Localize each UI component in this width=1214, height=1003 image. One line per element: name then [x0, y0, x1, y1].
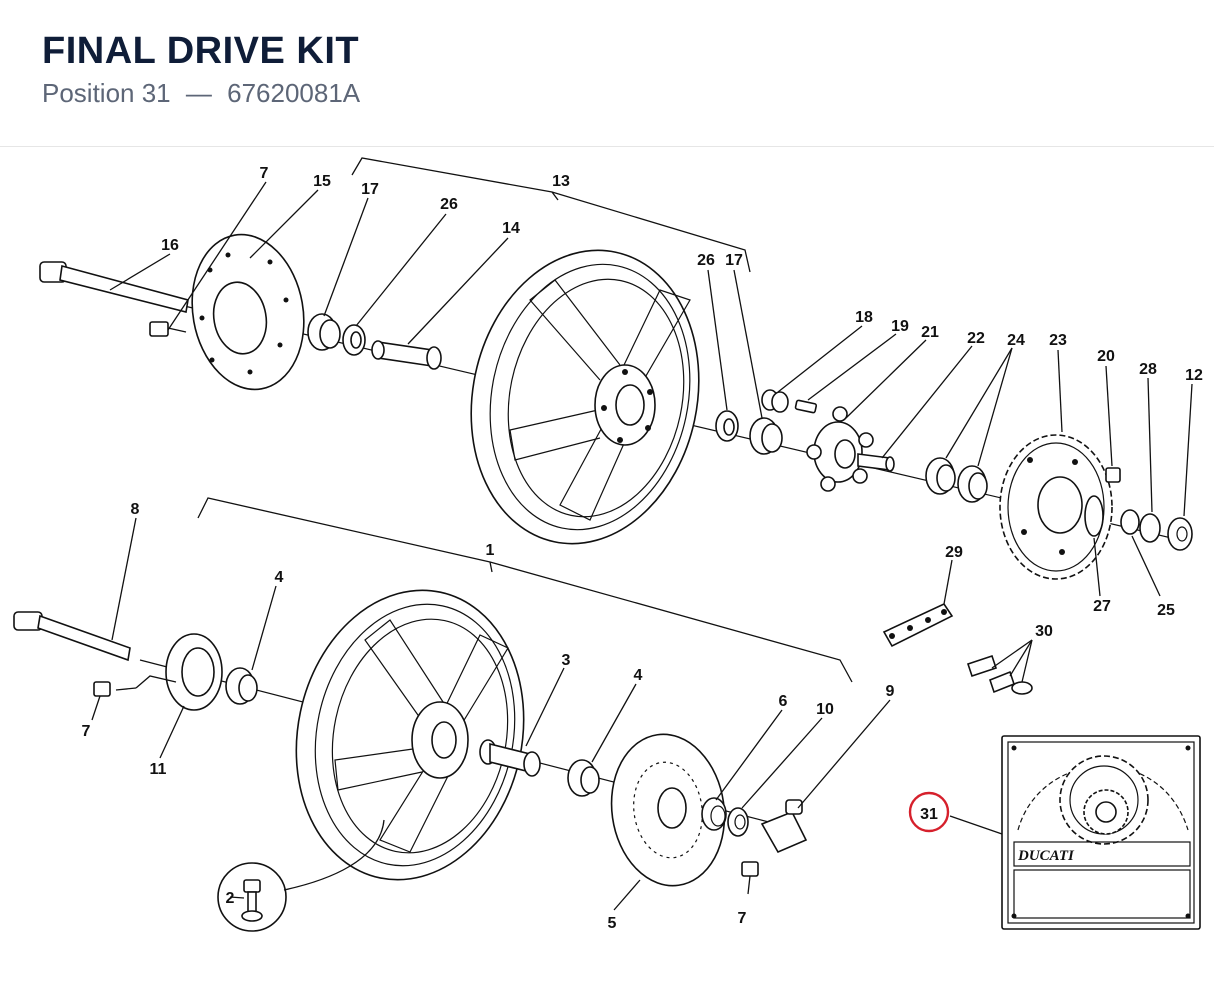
- callout-label: 24: [1007, 332, 1025, 349]
- circlip-27: [1084, 495, 1104, 537]
- callout-label: 17: [361, 181, 379, 198]
- front-bearing-4-right: [567, 759, 600, 797]
- callout-label: 4: [634, 667, 643, 684]
- page-title: FINAL DRIVE KIT: [42, 30, 360, 72]
- callout-label: 20: [1097, 348, 1115, 365]
- callout-label: 5: [608, 915, 617, 932]
- callout-label: 13: [552, 173, 570, 190]
- kit-box-brand: DUCATI: [1017, 848, 1075, 864]
- callout-label: 16: [161, 237, 179, 254]
- callout-31-highlight: [908, 791, 950, 833]
- callout-labels: 7 15 16 17 13 26 14 26 17 18 19 21 22 24…: [82, 165, 1203, 932]
- speedo-drive-9: [760, 799, 808, 854]
- callout-label: 30: [1035, 623, 1053, 640]
- callout-label: 21: [921, 324, 939, 341]
- rear-seal-26-right: [715, 410, 739, 442]
- washer-28: [1139, 513, 1161, 543]
- nut-12: [1167, 517, 1193, 551]
- front-axle-8: [13, 611, 131, 662]
- rear-wheel: [470, 249, 700, 545]
- stud-19: [794, 399, 818, 414]
- callout-label: 17: [725, 252, 743, 269]
- callout-label: 26: [697, 252, 715, 269]
- callout-label: 11: [150, 761, 167, 778]
- front-seal-10: [727, 807, 749, 837]
- washer-25: [1120, 509, 1140, 535]
- front-bearing-6: [701, 797, 727, 831]
- bolt-7-left: [93, 681, 111, 697]
- callout-label: 7: [82, 723, 91, 740]
- callout-label-31: 31: [920, 806, 938, 823]
- callout-label: 4: [275, 569, 284, 586]
- front-bearing-4-left: [225, 667, 258, 705]
- callout-label: 8: [131, 501, 140, 518]
- front-wheel: [295, 589, 525, 881]
- callout-label: 6: [779, 693, 788, 710]
- separator: —: [185, 78, 212, 108]
- chain-29: [882, 602, 954, 648]
- callout-label: 1: [486, 542, 495, 559]
- front-brake-disc-5: [610, 733, 726, 887]
- callout-label: 10: [816, 701, 834, 718]
- callout-label: 19: [891, 318, 909, 335]
- rear-axle: [39, 261, 189, 313]
- part-number: 67620081A: [227, 78, 361, 108]
- bolt-7-bottom: [741, 861, 759, 895]
- rear-bearing-17: [307, 313, 341, 351]
- callout-label: 12: [1185, 367, 1203, 384]
- callout-label: 28: [1139, 361, 1157, 378]
- chain-link-30: [966, 654, 1033, 695]
- rear-brake-disc: [191, 233, 305, 391]
- callout-label: 22: [967, 330, 985, 347]
- stud-20: [1105, 467, 1121, 483]
- callout-label: 7: [738, 910, 747, 927]
- callout-label: 9: [886, 683, 895, 700]
- bearings-24: [925, 457, 988, 503]
- callout-label: 14: [502, 220, 520, 237]
- callout-label: 15: [313, 173, 331, 190]
- callout-label: 25: [1157, 602, 1175, 619]
- spacer-22: [857, 453, 895, 472]
- callout-label: 3: [562, 652, 571, 669]
- callout-label: 7: [260, 165, 269, 182]
- position-label: Position 31: [42, 78, 171, 108]
- callout-label: 2: [226, 890, 235, 907]
- rear-sprocket-23: [999, 434, 1113, 580]
- callout-label: 18: [855, 309, 873, 326]
- page-header: FINAL DRIVE KIT Position 31 — 67620081A: [0, 0, 1214, 147]
- bracket-13: [351, 157, 751, 273]
- kit-box: DUCATI: [949, 735, 1201, 930]
- callout-label: 29: [945, 544, 963, 561]
- callout-label: 27: [1093, 598, 1111, 615]
- rear-seal-26: [342, 324, 366, 356]
- page-subtitle: Position 31 — 67620081A: [42, 78, 360, 109]
- valve-detail-2: [217, 819, 385, 932]
- leader-lines: [91, 181, 1193, 911]
- rear-bearing-17-right: [749, 417, 783, 455]
- bushing-18: [761, 389, 789, 413]
- front-spacer-3: [479, 739, 541, 777]
- rear-spacer-14: [371, 340, 442, 370]
- spacer-11: [165, 633, 223, 711]
- callout-label: 26: [440, 196, 458, 213]
- callout-label: 23: [1049, 332, 1067, 349]
- sprocket-carrier-21: [806, 406, 874, 492]
